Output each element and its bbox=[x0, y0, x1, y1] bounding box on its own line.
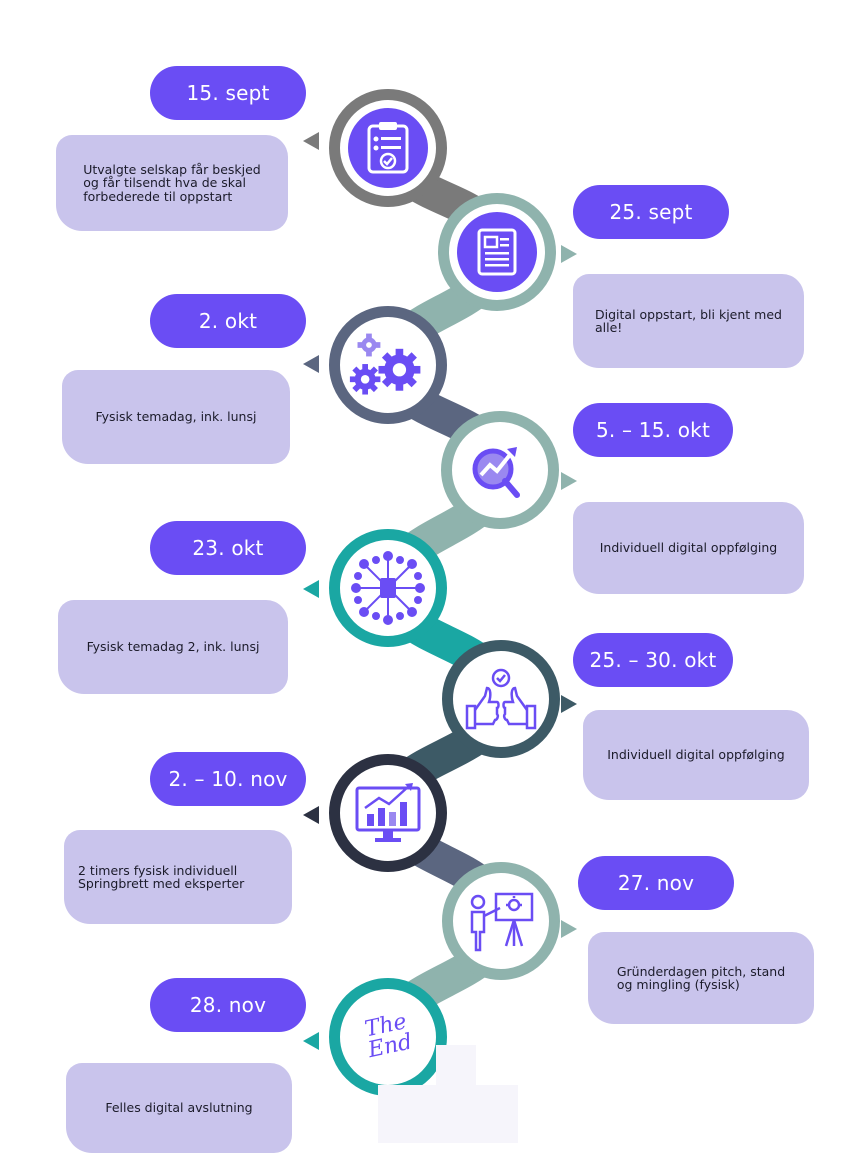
step-circle-2 bbox=[438, 193, 556, 311]
thumbs-up-icon bbox=[465, 668, 537, 730]
step-icon-bg-4 bbox=[460, 430, 540, 510]
search-growth-icon bbox=[472, 447, 520, 498]
step-circle-6 bbox=[442, 640, 560, 758]
pointer-arrow-8 bbox=[561, 920, 577, 938]
date-pill-3: 2. okt bbox=[150, 294, 306, 348]
step-description-9: Felles digital avslutning bbox=[66, 1063, 292, 1153]
gears-icon bbox=[349, 333, 421, 395]
step-icon-bg-7 bbox=[348, 773, 428, 853]
date-pill-1: 15. sept bbox=[150, 66, 306, 120]
pointer-arrow-9 bbox=[303, 1032, 319, 1050]
pointer-arrow-5 bbox=[303, 580, 319, 598]
step-circle-4 bbox=[441, 411, 559, 529]
step-icon-bg-9: The End bbox=[348, 997, 428, 1077]
date-pill-7: 2. – 10. nov bbox=[150, 752, 306, 806]
presentation-icon bbox=[470, 892, 534, 952]
step-icon-bg-8 bbox=[461, 881, 541, 961]
date-pill-5: 23. okt bbox=[150, 521, 306, 575]
clipboard-check-icon bbox=[367, 122, 409, 174]
step-description-4: Individuell digital oppfølging bbox=[573, 502, 804, 594]
step-circle-5 bbox=[329, 529, 447, 647]
step-description-5: Fysisk temadag 2, ink. lunsj bbox=[58, 600, 288, 694]
step-circle-1 bbox=[329, 89, 447, 207]
pointer-arrow-2 bbox=[561, 245, 577, 263]
step-circle-7 bbox=[329, 754, 447, 872]
step-icon-bg-2 bbox=[457, 212, 537, 292]
step-icon-bg-5 bbox=[348, 548, 428, 628]
date-pill-2: 25. sept bbox=[573, 185, 729, 239]
date-pill-8: 27. nov bbox=[578, 856, 734, 910]
step-circle-3 bbox=[329, 306, 447, 424]
step-circle-8 bbox=[442, 862, 560, 980]
date-pill-6: 25. – 30. okt bbox=[573, 633, 733, 687]
step-icon-bg-1 bbox=[348, 108, 428, 188]
pointer-arrow-3 bbox=[303, 355, 319, 373]
date-pill-9: 28. nov bbox=[150, 978, 306, 1032]
step-description-3: Fysisk temadag, ink. lunsj bbox=[62, 370, 290, 464]
network-icon bbox=[351, 551, 425, 625]
step-icon-bg-3 bbox=[348, 325, 428, 405]
pointer-arrow-7 bbox=[303, 806, 319, 824]
step-description-6: Individuell digital oppfølging bbox=[583, 710, 809, 800]
pointer-arrow-1 bbox=[303, 132, 319, 150]
document-icon bbox=[477, 228, 517, 276]
pointer-arrow-6 bbox=[561, 695, 577, 713]
step-icon-bg-6 bbox=[461, 659, 541, 739]
date-pill-4: 5. – 15. okt bbox=[573, 403, 733, 457]
decorative-blocks bbox=[378, 1045, 518, 1143]
pointer-arrow-4 bbox=[561, 472, 577, 490]
chart-monitor-icon bbox=[355, 783, 421, 842]
